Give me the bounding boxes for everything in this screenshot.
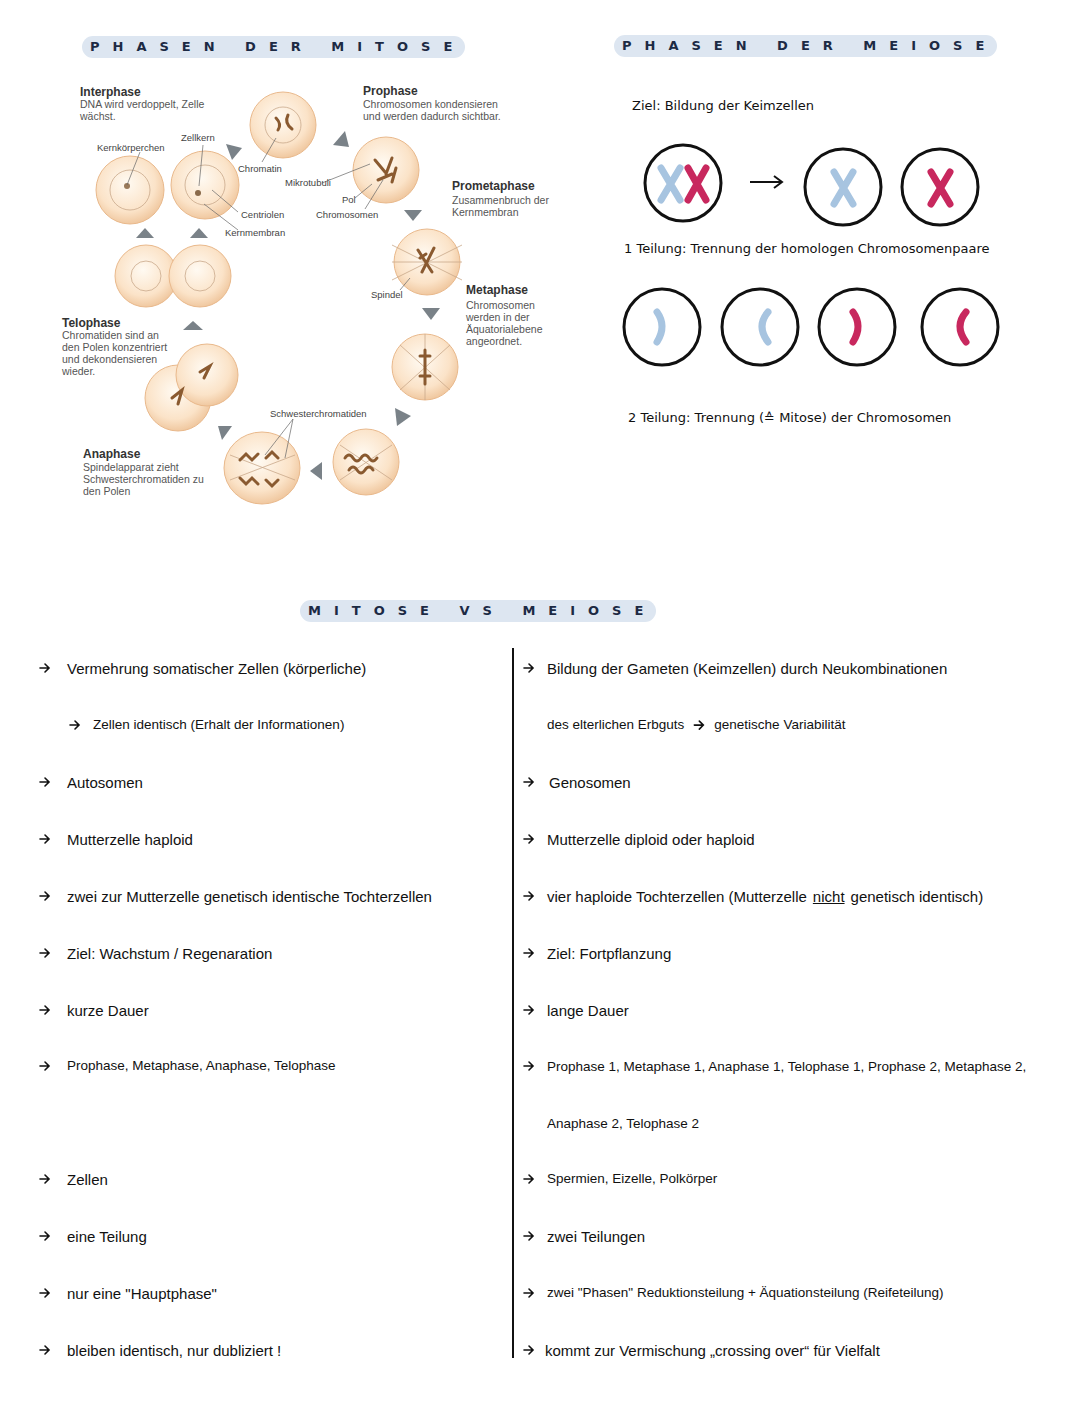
phase-name: Telophase [62, 316, 120, 330]
phase-description: Chromatiden sind an den Polen konzentrie… [62, 329, 172, 377]
bullet-arrow [40, 1232, 49, 1240]
bullet-arrow [40, 1346, 49, 1354]
part-label: Kernmembran [225, 227, 285, 238]
comparison-item: Spermien, Eizelle, Polkörper [547, 1171, 717, 1187]
bullet-arrow [70, 721, 79, 729]
part-label: Schwesterchromatiden [270, 408, 367, 419]
phase-name: Prophase [363, 84, 418, 98]
part-label: Chromosomen [316, 209, 378, 220]
comparison-item: Bildung der Gameten (Keimzellen) durch N… [547, 660, 947, 678]
comparison-item: zwei Teilungen [547, 1228, 645, 1246]
comparison-item: genetisch identisch) [851, 888, 984, 906]
comparison-item: Ziel: Wachstum / Regenaration [67, 945, 272, 963]
comparison-item: nur eine "Hauptphase" [67, 1285, 217, 1303]
bullet-arrow [40, 1062, 49, 1070]
bullet-arrow [524, 1232, 533, 1240]
comparison-item: Prophase 1, Metaphase 1, Anaphase 1, Tel… [547, 1038, 1067, 1152]
comparison-item: kurze Dauer [67, 1002, 149, 1020]
phase-name: Metaphase [466, 283, 528, 297]
section-heading: PHASEN DER MEIOSE [614, 35, 997, 57]
phase-description: Chromosomen werden in der Äquatorialeben… [466, 299, 551, 347]
bullet-arrow [40, 1006, 49, 1014]
comparison-item: zwei zur Mutterzelle genetisch identisch… [67, 888, 432, 906]
bullet-arrow [524, 1346, 533, 1354]
bullet-arrow [524, 835, 533, 843]
comparison-item: nicht [813, 888, 845, 906]
bullet-arrow [524, 1289, 533, 1297]
part-label: Pol [342, 194, 356, 205]
comparison-item: eine Teilung [67, 1228, 147, 1246]
part-label: Centriolen [241, 209, 284, 220]
comparison-item: kommt zur Vermischung „crossing over“ fü… [545, 1342, 880, 1360]
bullet-arrow [40, 1289, 49, 1297]
bullet-arrow [524, 664, 533, 672]
bullet-arrow [40, 1175, 49, 1183]
bullet-arrow [40, 664, 49, 672]
phase-description: Chromosomen kondensieren und werden dadu… [363, 98, 508, 122]
bullet-arrow [524, 778, 533, 786]
part-label: Mikrotubuli [285, 177, 331, 188]
bullet-arrow [694, 721, 703, 729]
comparison-item: genetische Variabilität [714, 717, 845, 733]
phase-description: Spindelapparat zieht Schwesterchromatide… [83, 461, 213, 497]
comparison-item: Mutterzelle haploid [67, 831, 193, 849]
comparison-item: Genosomen [549, 774, 631, 792]
phase-description: DNA wird verdoppelt, Zelle wächst. [80, 98, 230, 122]
part-label: Kernkörperchen [97, 142, 165, 153]
comparison-item: vier haploide Tochterzellen (Mutterzelle [547, 888, 807, 906]
bullet-arrow [524, 1006, 533, 1014]
comparison-item: bleiben identisch, nur dubliziert ! [67, 1342, 281, 1360]
bullet-arrow [524, 1062, 533, 1070]
part-label: Zellkern [181, 132, 215, 143]
goal-note: Ziel: Bildung der Keimzellen [632, 98, 814, 114]
bullet-arrow [40, 835, 49, 843]
section-heading: PHASEN DER MITOSE [82, 36, 465, 58]
part-label: Chromatin [238, 163, 282, 174]
division-note: 2 Teilung: Trennung (≙ Mitose) der Chrom… [628, 410, 951, 426]
comparison-item: Autosomen [67, 774, 143, 792]
bullet-arrow [524, 1175, 533, 1183]
bullet-arrow [524, 949, 533, 957]
part-label: Spindel [371, 289, 403, 300]
section-heading: MITOSE VS MEIOSE [300, 600, 656, 622]
comparison-item: Zellen [67, 1171, 108, 1189]
comparison-item: Prophase, Metaphase, Anaphase, Telophase [67, 1058, 335, 1074]
phase-name: Interphase [80, 85, 141, 99]
phase-name: Anaphase [83, 447, 140, 461]
division-note: 1 Teilung: Trennung der homologen Chromo… [624, 241, 990, 257]
bullet-arrow [524, 892, 533, 900]
comparison-item: Ziel: Fortpflanzung [547, 945, 671, 963]
comparison-item: zwei "Phasen" Reduktionsteilung + Äquati… [547, 1285, 943, 1301]
comparison-item: lange Dauer [547, 1002, 629, 1020]
phase-name: Prometaphase [452, 179, 535, 193]
bullet-arrow [40, 949, 49, 957]
bullet-arrow [40, 892, 49, 900]
comparison-item: Mutterzelle diploid oder haploid [547, 831, 755, 849]
comparison-item: Zellen identisch (Erhalt der Information… [93, 717, 344, 733]
phase-description: Zusammenbruch der Kernmembran [452, 194, 552, 218]
comparison-item: Vermehrung somatischer Zellen (körperlic… [67, 660, 366, 678]
bullet-arrow [40, 778, 49, 786]
comparison-item: des elterlichen Erbguts [547, 717, 684, 733]
